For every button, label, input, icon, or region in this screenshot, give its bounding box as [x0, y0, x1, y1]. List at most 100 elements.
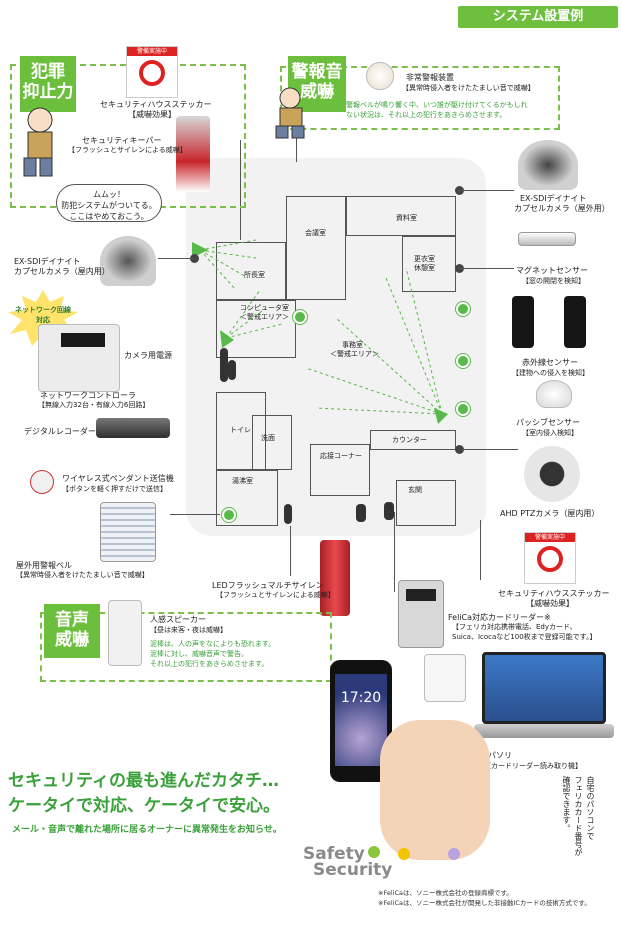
bell-desc: 【異常時侵入者をけたたましい音で威嚇】 [16, 571, 149, 579]
wire [170, 514, 220, 515]
controller-desc: 【無線入力32台・有線入力6回路】 [38, 401, 150, 409]
pc-note: 自宅のパソコンで フェリカカード番号が 確認できます。 [526, 776, 596, 860]
slogan-line3: メール・音声で離れた場所に居るオーナーに異常発生をお知らせ。 [12, 825, 282, 835]
pendant-name: ワイヤレス式ペンダント送信機 [62, 474, 174, 483]
pasori-reader [424, 654, 466, 702]
room-materials-label: 資料室 [396, 214, 417, 222]
keeper-desc: 【フラッシュとサイレンによる威嚇】 [68, 146, 187, 154]
camera-dot [455, 445, 464, 454]
keeper-name: セキュリティキーパー [82, 136, 162, 145]
sticker-top-badge: 警備実施中 [127, 47, 177, 56]
room-changing-label1: 更衣室 [414, 255, 435, 263]
room-computer-label1: コンピュータ室 [240, 304, 289, 312]
led-name: LEDフラッシュマルチサイレン [212, 581, 324, 590]
speaker-desc: 【昼は来客・夜は威嚇】 [150, 626, 227, 634]
room-kitchen-label: 湯沸室 [232, 477, 253, 485]
infrared-sensor-right [564, 296, 586, 348]
sensor-coverage [192, 239, 448, 424]
wire [462, 449, 518, 450]
sticker-top-emblem [139, 60, 165, 86]
alarm-tag: 警報音 威嚇 [288, 56, 346, 112]
logo-dot-purple [448, 848, 460, 860]
pc-note-line3: 確認できます。 [562, 776, 571, 832]
hand [380, 720, 490, 860]
page-title: システム設置例 [458, 6, 618, 28]
led-siren [320, 540, 350, 616]
reader-unit [356, 504, 366, 522]
sensor-dot [222, 508, 236, 522]
sensor-dot [456, 302, 470, 316]
crime-tag-line1: 犯罪 [31, 62, 65, 82]
room-counter-label: カウンター [392, 436, 427, 444]
voice-frame [40, 612, 332, 682]
entrance-unit [384, 502, 394, 520]
infrared-name: 赤外線センサー [522, 358, 578, 367]
alarm-device-name: 非常警報装置 [406, 73, 454, 82]
room-kitchen [216, 470, 278, 526]
motion-speaker [108, 600, 142, 666]
pendant-desc: 【ボタンを軽く押すだけで送信】 [62, 485, 167, 493]
room-meeting [286, 196, 346, 300]
indoor-camera [100, 236, 156, 286]
alarm-tag-line1: 警報音 [291, 62, 343, 82]
ptz-name: AHD PTZカメラ（屋内用） [500, 509, 600, 518]
voice-tag-line1: 音声 [55, 610, 89, 630]
pendant-transmitter [30, 470, 54, 494]
outdoor-camera [518, 140, 578, 190]
power-unit [228, 360, 236, 380]
crime-tag-line2: 抑止力 [22, 82, 74, 102]
room-meeting-label: 会議室 [305, 229, 326, 237]
logo-security: Security [313, 860, 393, 880]
phone-time: 17:20 [340, 690, 382, 706]
sticker-right-name: セキュリティハウスステッカー [498, 589, 610, 598]
network-burst-line2: 対応 [36, 316, 50, 324]
digital-recorder [96, 418, 170, 438]
runner-illustration [275, 87, 305, 139]
alarm-note1: 警報ベルが鳴り響く中、いつ誰が駆け付けてくるかもしれ [346, 101, 528, 109]
thief-illustration [23, 107, 53, 177]
felica-name: FeliCa対応カードリーダー※ [448, 613, 551, 622]
magnet-name: マグネットセンサー [516, 266, 588, 275]
sticker-top: 警備実施中 [126, 46, 178, 98]
room-materials [346, 196, 456, 236]
network-burst-line1: ネットワーク回線 [15, 306, 71, 314]
speaker-note3: それ以上の犯行をあきらめさせます。 [150, 660, 269, 668]
alarm-device-desc: 【異常時侵入者をけたたましい音で威嚇】 [402, 84, 535, 92]
voice-tag-line2: 威嚇 [55, 630, 89, 650]
alarm-tag-line2: 威嚇 [300, 82, 334, 102]
crime-tag: 犯罪 抑止力 [20, 56, 76, 112]
cam-left-desc: カプセルカメラ（屋内用） [14, 267, 110, 276]
bell-name: 屋外用警報ベル [16, 561, 72, 570]
logo-safety: Safety [303, 844, 365, 864]
magnet-desc: 【窓の開閉を検知】 [522, 277, 585, 285]
wire [458, 268, 514, 269]
slogan-line1: セキュリティの最も進んだカタチ… [8, 771, 279, 791]
alarm-note2: ない状況は、それ以上の犯行をあきらめさせます。 [346, 111, 507, 119]
sticker-right-effect: 【威嚇効果】 [526, 599, 574, 608]
logo-dot-yellow [398, 848, 410, 860]
slogan-line2: ケータイで対応、ケータイで安心。 [8, 796, 280, 816]
sticker-top-effect: 【威嚇効果】 [128, 110, 176, 119]
controller-power: カメラ用電源 [124, 351, 172, 360]
cam-left-name: EX-SDIデイナイト [14, 257, 81, 266]
network-burst [8, 290, 78, 346]
room-washroom-label: 洗面 [261, 434, 275, 442]
logo-dot-green [368, 846, 380, 858]
infrared-sensor-left [512, 296, 534, 348]
room-changing-label2: 休憩室 [414, 264, 435, 272]
floor-plan [186, 158, 486, 536]
sticker-right: 警備実施中 [524, 532, 576, 584]
voice-tag: 音声 威嚇 [44, 604, 100, 658]
speaker-name: 人感スピーカー [150, 615, 206, 624]
wire [290, 526, 291, 576]
sensor-dot [293, 310, 307, 324]
room-entrance-label: 玄関 [408, 486, 422, 494]
speaker-note2: 泥棒に対し、威嚇音声で警告。 [150, 650, 248, 658]
wire [158, 258, 194, 259]
passive-desc: 【室内侵入検知】 [522, 429, 578, 437]
camera-dot [190, 254, 199, 263]
felica-desc1: 【フェリカ対応携帯電話、Edyカード、 [452, 623, 577, 631]
sensor-dot [456, 402, 470, 416]
wire [458, 190, 514, 191]
speech-line3: ここはやめておこう。 [69, 212, 149, 221]
